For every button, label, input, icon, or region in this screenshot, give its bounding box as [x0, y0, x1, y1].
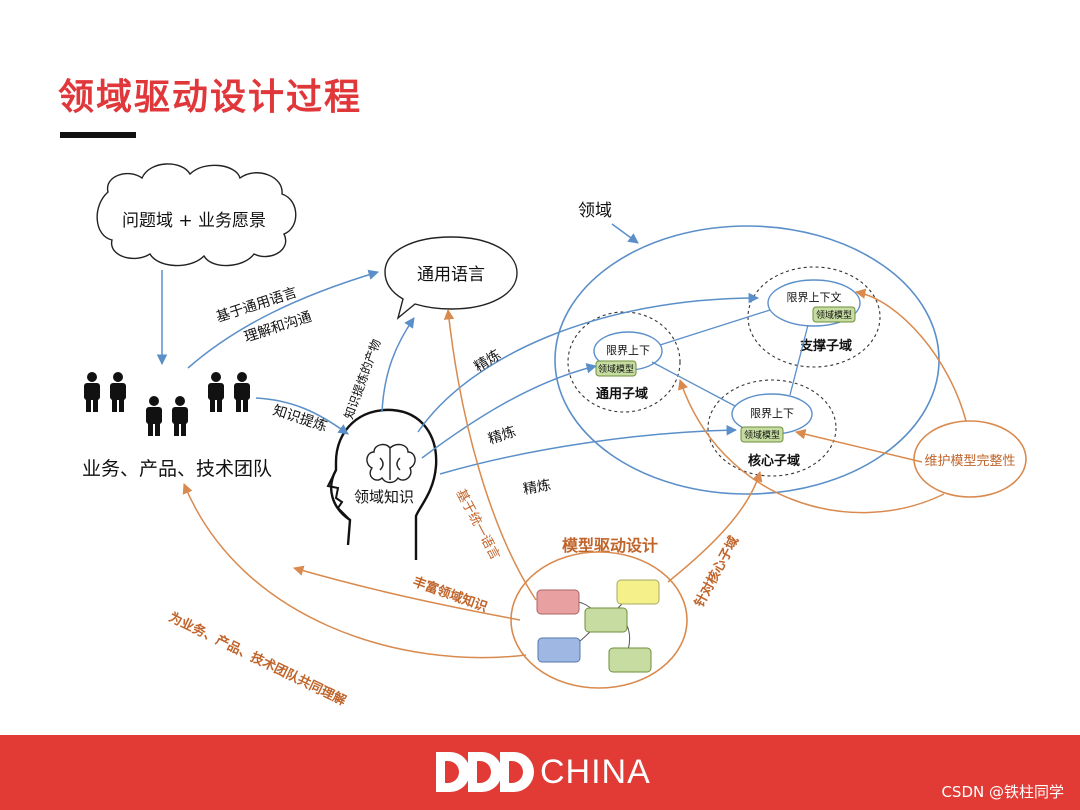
problem-domain-label: 问题域 + 业务愿景	[122, 211, 266, 231]
domain-model-label: 领域模型	[816, 309, 852, 321]
domain-model-box	[740, 426, 784, 443]
title-underline	[60, 132, 136, 138]
maintain-model-node: 维护模型完整性	[913, 420, 1027, 498]
domain-label: 领域	[578, 201, 612, 221]
generic-subdomain-label: 通用子域	[596, 386, 648, 402]
blue-arrows	[156, 269, 760, 475]
orange-arrows	[182, 288, 967, 659]
team-people-icon	[84, 372, 250, 436]
slide-title: 领域驱动设计过程	[58, 77, 363, 118]
bounded-context-label: 限界上下文	[787, 290, 842, 304]
model-driven-design: 模型驱动设计	[510, 536, 688, 689]
watermark: CSDN @铁柱同学	[941, 783, 1064, 801]
head-icon: 领域知识	[326, 408, 438, 560]
edge-label-product-of: 知识提炼的产物	[341, 337, 384, 421]
edge-label-refine-3: 精炼	[522, 477, 552, 498]
problem-domain-cloud: 问题域 + 业务愿景	[96, 163, 297, 267]
edge-label-for-core: 针对核心子域	[691, 533, 742, 610]
logo-d-glyph	[468, 752, 502, 792]
process-diagram: 问题域 + 业务愿景 业务、产品、技术团队 通用语言	[82, 163, 1027, 709]
domain-model-label: 领域模型	[598, 363, 634, 375]
model-box-red	[536, 589, 580, 615]
edge-label-refine-1: 精炼	[472, 347, 504, 375]
logo-word: CHINA	[540, 752, 651, 791]
logo-d-glyph	[436, 752, 470, 792]
ubiquitous-language-bubble: 通用语言	[384, 236, 518, 320]
model-box-yellow	[616, 579, 660, 605]
model-box-green-2	[608, 647, 652, 673]
domain-model-box	[812, 306, 856, 323]
supporting-subdomain: 限界上下文 领域模型 支撑子域	[747, 266, 881, 368]
supporting-subdomain-label: 支撑子域	[799, 338, 852, 354]
footer-bar: CHINA CSDN @铁柱同学	[0, 735, 1080, 810]
ubiquitous-language-label: 通用语言	[417, 265, 485, 285]
edge-label-enrich: 丰富领域知识	[411, 574, 490, 616]
context-map-lines	[651, 309, 809, 407]
domain-model-label: 领域模型	[744, 429, 780, 441]
bounded-context-label: 限界上下	[606, 344, 650, 357]
logo-d-glyph	[500, 752, 534, 792]
generic-subdomain: 限界上下 领域模型 通用子域	[567, 311, 681, 413]
edge-label-based-on-language: 基于统一语言	[452, 487, 502, 563]
team-label: 业务、产品、技术团队	[82, 458, 272, 480]
core-subdomain-label: 核心子域	[748, 453, 800, 469]
core-subdomain: 限界上下 领域模型 核心子域	[707, 379, 837, 477]
edge-label-shared-understanding: 为业务、产品、技术团队共同理解	[166, 609, 348, 709]
edge-label-refine-2: 精炼	[486, 424, 518, 448]
maintain-model-label: 维护模型完整性	[924, 454, 1015, 469]
domain-knowledge-label: 领域知识	[354, 488, 414, 506]
model-box-green	[584, 607, 628, 633]
ddd-china-logo: CHINA	[436, 747, 651, 797]
model-driven-design-label: 模型驱动设计	[562, 536, 658, 555]
bounded-context-label: 限界上下	[750, 407, 794, 420]
brain-icon	[366, 443, 416, 484]
model-box-blue	[537, 637, 581, 663]
